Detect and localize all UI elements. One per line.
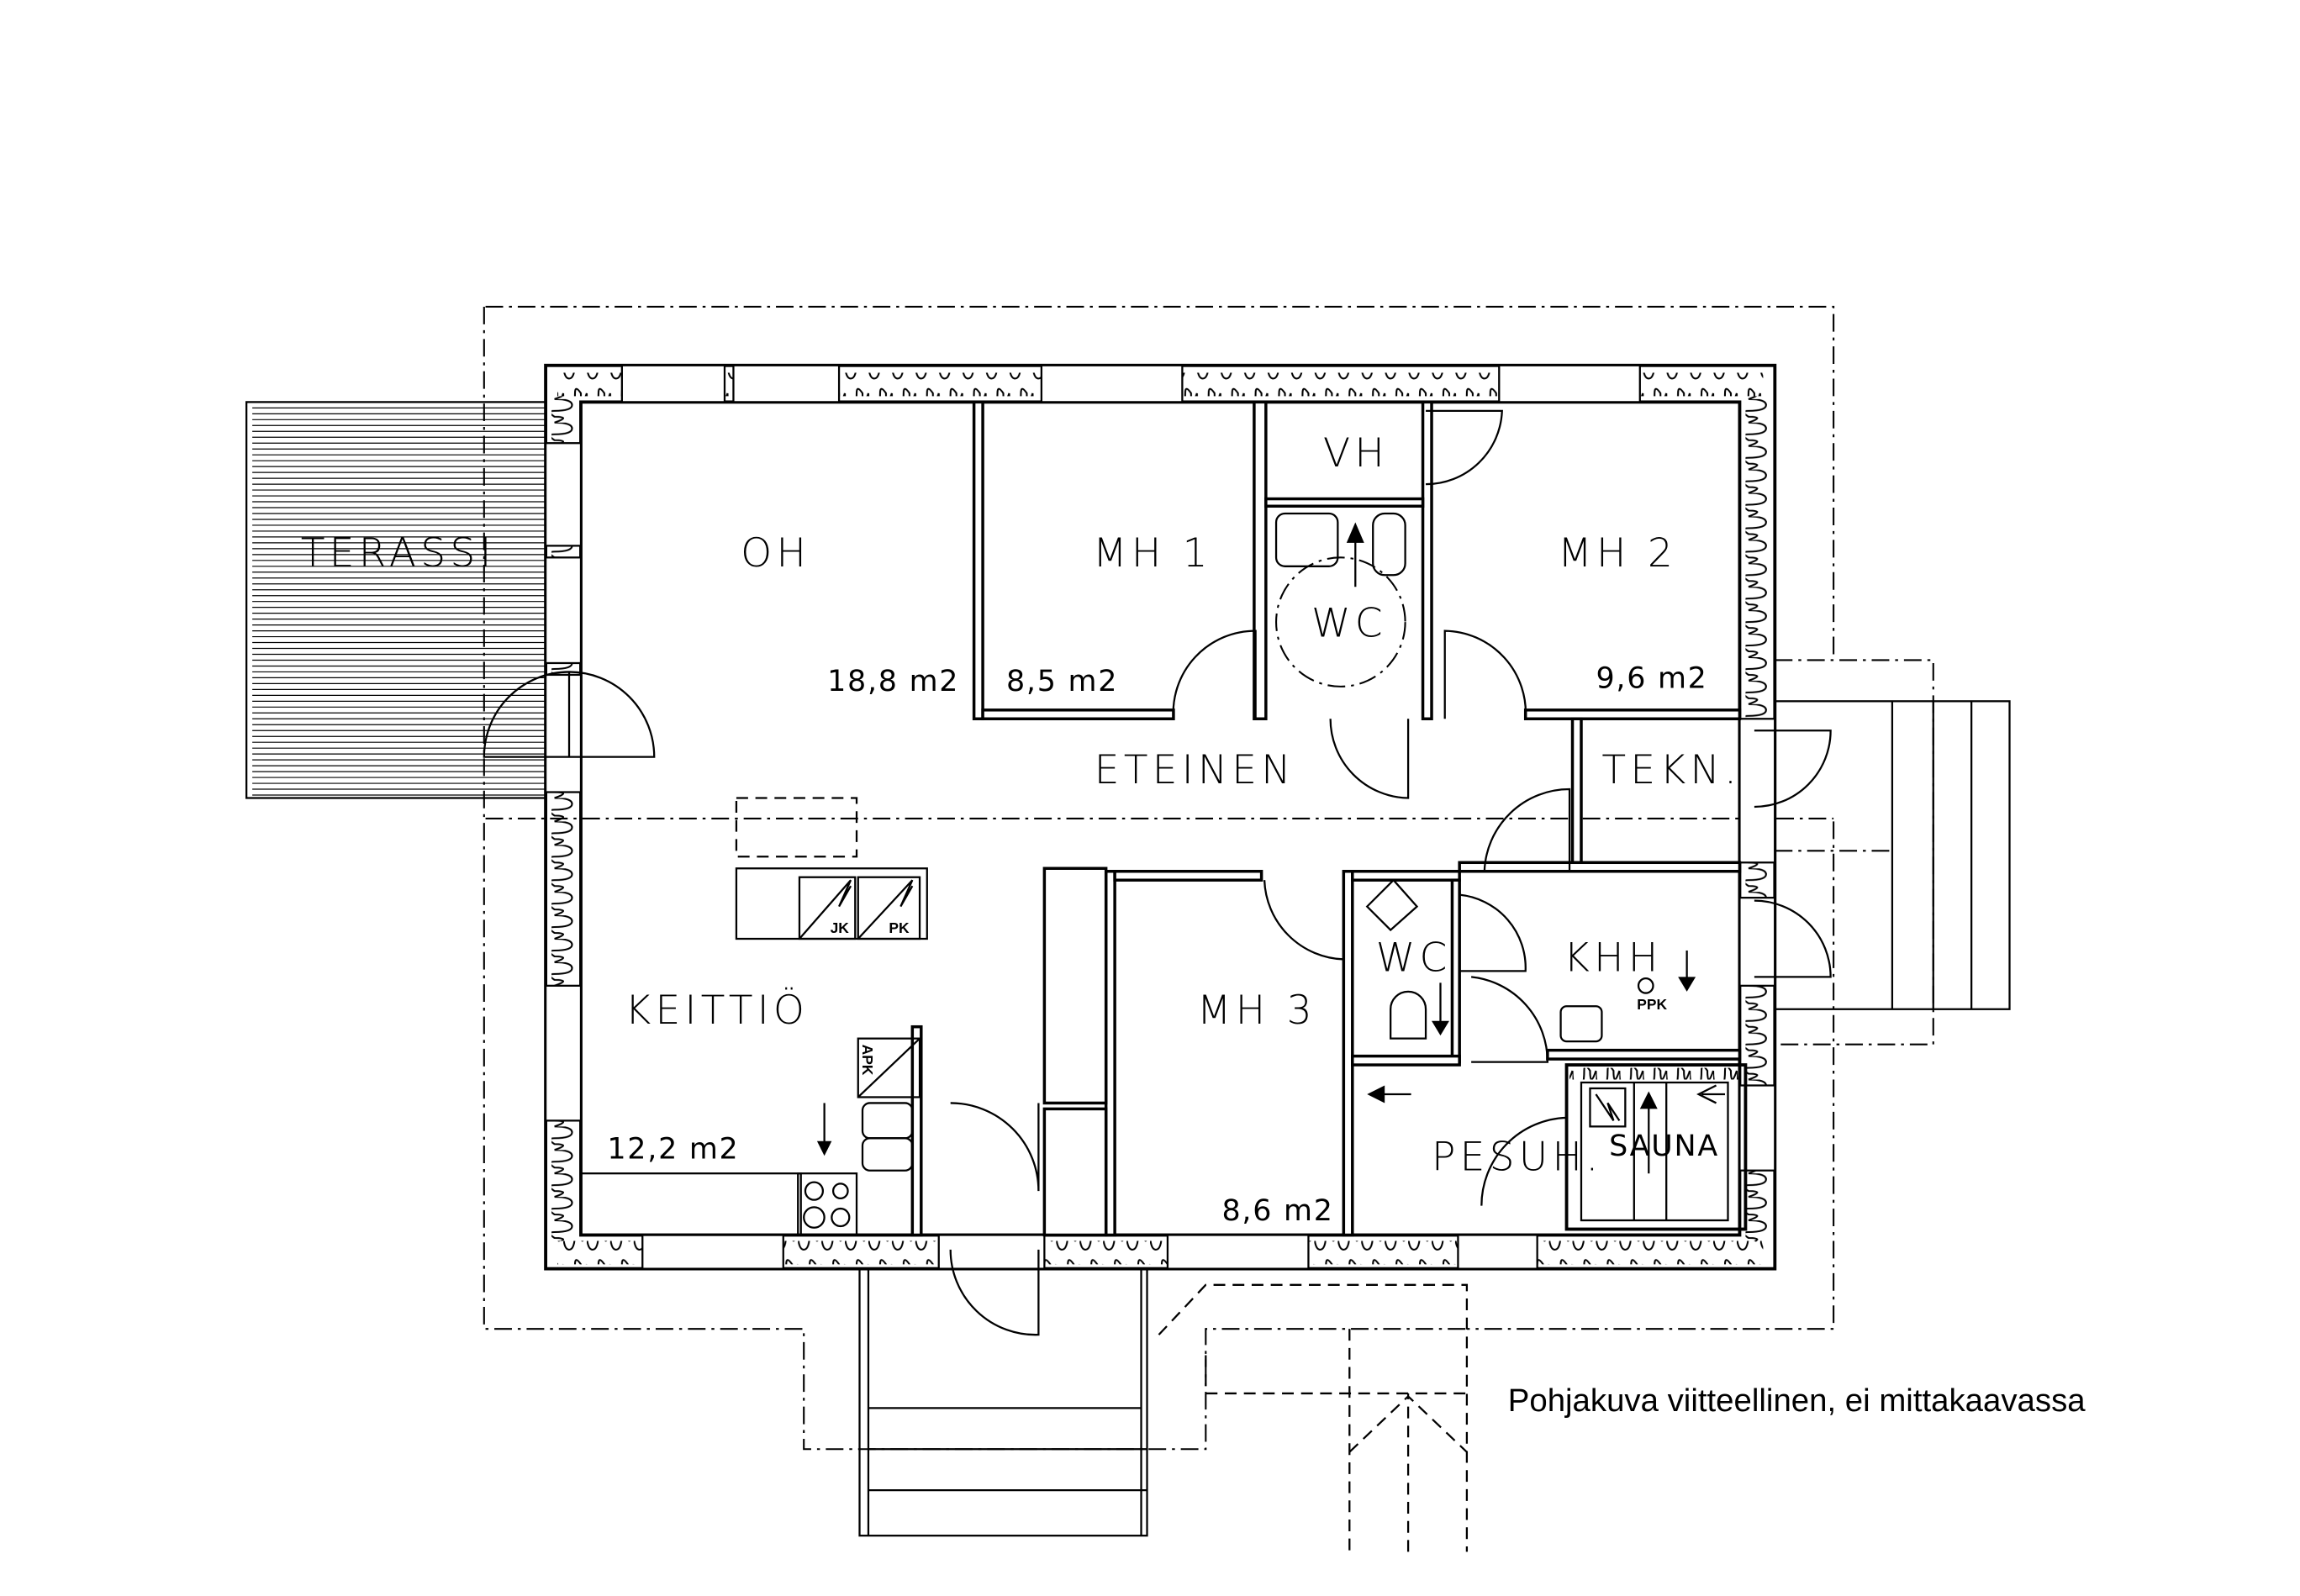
exterior-walls bbox=[544, 363, 1777, 1271]
room-label-vh: VH bbox=[1323, 430, 1389, 477]
bathroom-fixtures: PPK bbox=[1274, 512, 1696, 1104]
room-label-wc1: WC bbox=[1311, 601, 1387, 647]
room-label-mh1: MH 1 bbox=[1093, 530, 1212, 577]
room-label-terassi: TERASSI bbox=[301, 530, 496, 577]
room-label-eteinen: ETEINEN bbox=[1095, 747, 1295, 793]
area-oh: 18,8 m2 bbox=[827, 665, 959, 698]
room-label-tekn: TEKN. bbox=[1601, 747, 1741, 793]
appliance-jk: JK bbox=[831, 919, 850, 936]
room-label-oh: OH bbox=[741, 530, 810, 577]
room-label-mh2: MH 2 bbox=[1558, 530, 1677, 577]
room-label-khh: KHH bbox=[1564, 935, 1662, 981]
kitchen-fixtures: JK PK APK bbox=[579, 797, 928, 1236]
appliance-pk: PK bbox=[889, 919, 910, 936]
room-label-keittio: KEITTIÖ bbox=[625, 987, 809, 1034]
area-mh1: 8,5 m2 bbox=[1006, 665, 1118, 698]
disclaimer-note: Pohjakuva viitteellinen, ei mittakaavass… bbox=[1508, 1383, 2086, 1419]
front-steps bbox=[858, 700, 2011, 1552]
room-label-mh3: MH 3 bbox=[1197, 988, 1316, 1034]
room-labels: OH MH 1 MH 2 VH WC ETEINEN TEKN. WC KHH … bbox=[607, 430, 1741, 1228]
appliance-ppk: PPK bbox=[1637, 996, 1667, 1013]
area-mh3: 8,6 m2 bbox=[1222, 1194, 1334, 1228]
roof-outline bbox=[483, 305, 1934, 1451]
area-keittio: 12,2 m2 bbox=[607, 1133, 739, 1167]
area-mh2: 9,6 m2 bbox=[1596, 662, 1707, 696]
doors bbox=[483, 409, 1832, 1336]
room-label-sauna: SAUNA bbox=[1609, 1130, 1719, 1163]
room-label-wc2: WC bbox=[1376, 935, 1452, 981]
appliance-apk: APK bbox=[859, 1045, 876, 1076]
room-label-pesuh: PESUH. bbox=[1432, 1135, 1603, 1181]
terrace: TERASSI bbox=[245, 401, 547, 799]
